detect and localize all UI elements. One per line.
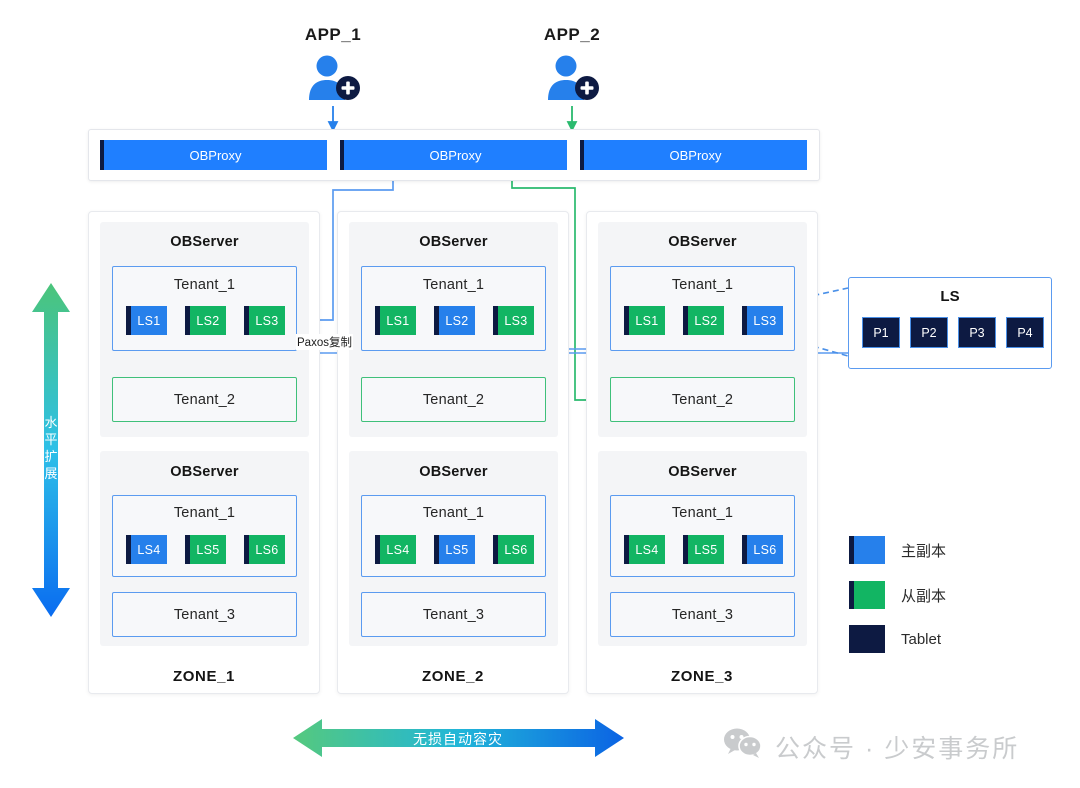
tablet-p2[interactable]: P2 [910,317,948,348]
ls-chip-z2-ls5[interactable]: LS5 [434,535,475,564]
tenant-box-z2-t2[interactable] [361,377,546,422]
tenant-box-z3-t2[interactable] [610,377,795,422]
ls-chip-z3-ls4[interactable]: LS4 [624,535,665,564]
app-label-1: APP_1 [304,25,362,44]
ls-chip-z3-ls5[interactable]: LS5 [683,535,724,564]
ls-chip-z1-ls2[interactable]: LS2 [185,306,226,335]
tenant-box-z1-t2[interactable] [112,377,297,422]
ls-chip-z1-ls1[interactable]: LS1 [126,306,167,335]
observer-title: OBServer [170,464,239,480]
tablet-p1[interactable]: P1 [862,317,900,348]
ls-chip-z3-ls3[interactable]: LS3 [742,306,783,335]
legend-item-leader: 主副本 [849,536,946,564]
ls-chip-z2-ls3[interactable]: LS3 [493,306,534,335]
watermark: 公众号 · 少安事务所 [723,727,1019,766]
ls-chip-z1-ls6[interactable]: LS6 [244,535,285,564]
legend-swatch-leader [849,536,885,564]
legend-swatch-follower [849,581,885,609]
tenant-title: Tenant_1 [173,505,236,521]
ls-detail-title: LS [940,288,960,305]
legend-label-leader: 主副本 [901,542,947,560]
legend-item-tablet: Tablet [849,625,941,653]
observer-title: OBServer [419,234,488,250]
vertical-scaling-label: 水平扩展 [44,415,58,481]
tenant-title: Tenant_1 [671,505,734,521]
ls-chip-z2-ls4[interactable]: LS4 [375,535,416,564]
ls-chip-z3-ls1[interactable]: LS1 [624,306,665,335]
obproxy-3[interactable]: OBProxy [580,140,807,170]
tablet-p3[interactable]: P3 [958,317,996,348]
tenant-box-z2b-t3[interactable] [361,592,546,637]
user-add-icon [544,54,600,100]
tenant-box-z1b-t3[interactable] [112,592,297,637]
tenant-box-z3b-t3[interactable] [610,592,795,637]
tenant-title: Tenant_2 [173,392,236,408]
zone-label-2: ZONE_2 [422,668,484,685]
tenant-title: Tenant_3 [422,607,485,623]
observer-title: OBServer [170,234,239,250]
tenant-title: Tenant_1 [422,505,485,521]
ls-chip-z1-ls3[interactable]: LS3 [244,306,285,335]
legend-label-tablet: Tablet [901,630,942,648]
tablet-p4[interactable]: P4 [1006,317,1044,348]
ls-chip-z1-ls5[interactable]: LS5 [185,535,226,564]
ls-chip-z3-ls6[interactable]: LS6 [742,535,783,564]
zone-label-1: ZONE_1 [173,668,235,685]
ls-chip-z2-ls1[interactable]: LS1 [375,306,416,335]
legend-swatch-tablet [849,625,885,653]
tenant-title: Tenant_2 [671,392,734,408]
tenant-title: Tenant_2 [422,392,485,408]
watermark-text: 公众号 · 少安事务所 [775,734,1020,763]
legend-item-follower: 从副本 [849,581,946,609]
tenant-title: Tenant_3 [671,607,734,623]
tenant-title: Tenant_1 [173,277,236,293]
tenant-title: Tenant_1 [671,277,734,293]
observer-title: OBServer [668,234,737,250]
ls-chip-z1-ls4[interactable]: LS4 [126,535,167,564]
zone-label-3: ZONE_3 [671,668,733,685]
obproxy-2[interactable]: OBProxy [340,140,567,170]
ls-chip-z2-ls6[interactable]: LS6 [493,535,534,564]
disaster-recovery-label: 无损自动容灾 [413,731,503,747]
user-add-icon [305,54,361,100]
tenant-title: Tenant_1 [422,277,485,293]
paxos-replication-label: Paxos复制 [296,334,353,350]
observer-title: OBServer [668,464,737,480]
ls-chip-z3-ls2[interactable]: LS2 [683,306,724,335]
tenant-title: Tenant_3 [173,607,236,623]
obproxy-1[interactable]: OBProxy [100,140,327,170]
wechat-icon [723,727,763,766]
app-label-2: APP_2 [543,25,601,44]
ls-chip-z2-ls2[interactable]: LS2 [434,306,475,335]
observer-title: OBServer [419,464,488,480]
legend-label-follower: 从副本 [901,587,947,605]
